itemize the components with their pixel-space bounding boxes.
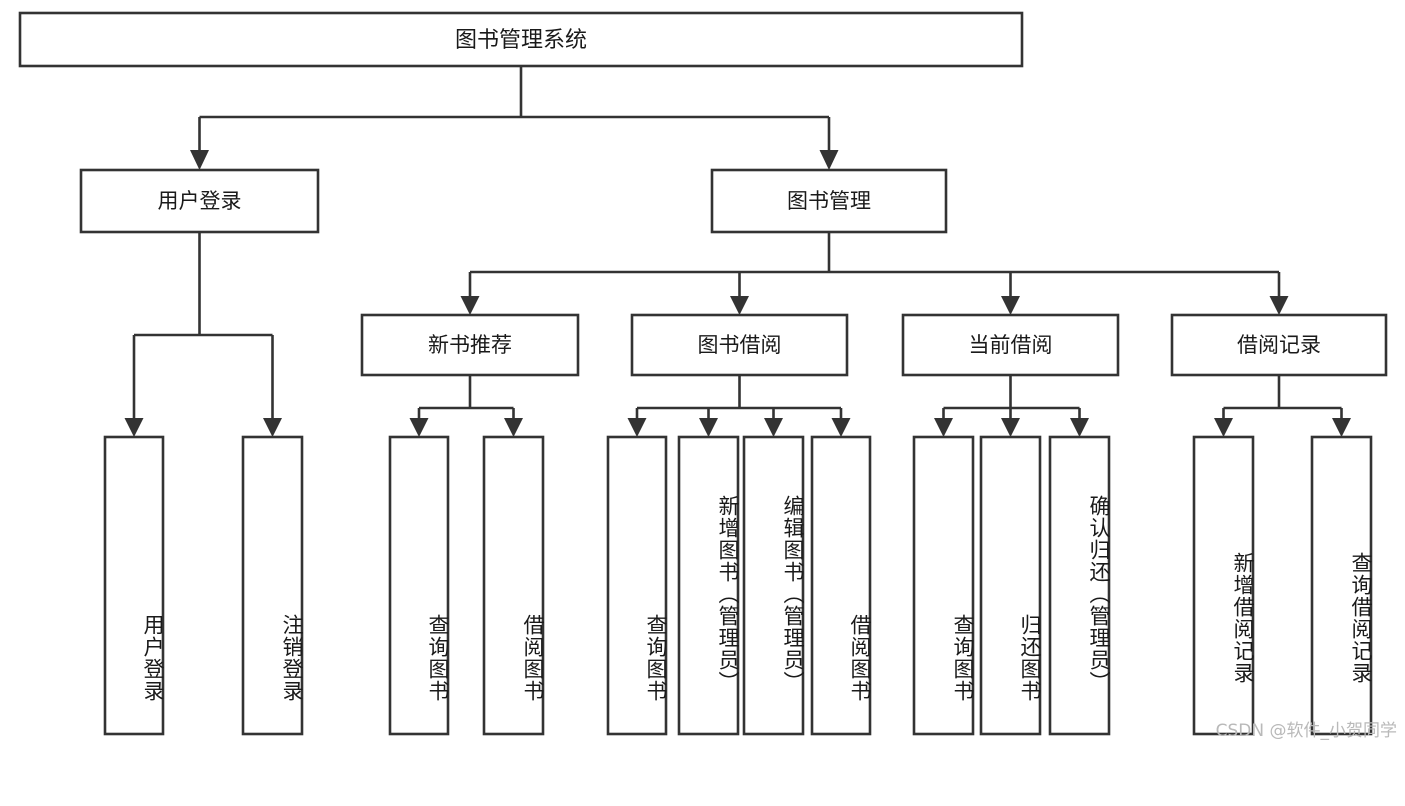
arrowhead-leaf-9 [934, 418, 953, 437]
leaf-box-add-borrow-record[interactable] [1192, 435, 1255, 736]
arrowheads-layer [124, 150, 1351, 437]
arrowhead-leaf-3 [409, 418, 429, 437]
node-user-login[interactable]: 用户登录 [79, 168, 320, 234]
arrowhead-book-manage [819, 150, 839, 170]
arrowhead-leaf-11 [1070, 418, 1089, 437]
node-book-manage[interactable]: 图书管理 [710, 168, 948, 234]
node-current-borrow[interactable]: 当前借阅 [901, 313, 1120, 377]
node-book-borrow[interactable]: 图书借阅 [630, 313, 849, 377]
csdn-watermark: CSDN @软件_小贺同学 [1215, 721, 1397, 741]
node-borrow-record[interactable]: 借阅记录 [1170, 313, 1388, 377]
leaf-box-borrow-book[interactable] [810, 435, 872, 736]
node-new-book-recommend[interactable]: 新书推荐 [360, 313, 580, 377]
leaf-box-query-borrow-record[interactable] [1310, 435, 1373, 736]
arrowhead-leaf-5 [627, 418, 647, 437]
leaf-box-query-book-borrow[interactable] [606, 435, 668, 736]
arrowhead-record [1269, 296, 1289, 315]
leaf-box-confirm-return-admin[interactable] [1048, 435, 1111, 736]
leaf-box-edit-book-admin[interactable] [742, 435, 805, 736]
book-manage-label: 图书管理 [787, 189, 871, 213]
arrowhead-leaf-10 [1001, 418, 1020, 437]
connectors-layer [132, 66, 1343, 419]
arrowhead-leaf-13 [1332, 418, 1351, 437]
borrow-record-box[interactable] [1170, 313, 1388, 377]
book-manage-box[interactable] [710, 168, 948, 234]
arrowhead-leaf-4 [504, 418, 523, 437]
user-login-box[interactable] [79, 168, 320, 234]
leaf-box-logout[interactable] [241, 435, 304, 736]
diagram-canvas-root: 图书管理系统 用户登录 图书管理 新书推荐 图书借阅 当前借阅 借阅记录 [18, 11, 1397, 741]
tree-diagram: 图书管理系统 用户登录 图书管理 新书推荐 图书借阅 当前借阅 借阅记录 [18, 11, 1388, 736]
new-book-recommend-box[interactable] [360, 313, 580, 377]
leaf-box-query-book-current[interactable] [912, 435, 975, 736]
leaf-box-user-login[interactable] [103, 435, 165, 736]
leaf-box-query-book-newbook[interactable] [388, 435, 450, 736]
arrowhead-newbook [460, 296, 480, 315]
root-box[interactable] [18, 11, 1024, 68]
arrowhead-current [1001, 296, 1020, 315]
current-borrow-label: 当前借阅 [969, 333, 1053, 357]
leaf-box-borrow-book-newbook[interactable] [482, 435, 545, 736]
borrow-record-label: 借阅记录 [1237, 333, 1321, 357]
book-borrow-label: 图书借阅 [698, 333, 782, 357]
node-root[interactable]: 图书管理系统 [18, 11, 1024, 68]
leaf-boxes-layer [103, 435, 1373, 736]
arrowhead-user-login [190, 150, 209, 170]
current-borrow-box[interactable] [901, 313, 1120, 377]
new-book-recommend-label: 新书推荐 [428, 333, 512, 357]
leaf-box-add-book-admin[interactable] [677, 435, 740, 736]
arrowhead-leaf-8 [831, 418, 851, 437]
arrowhead-leaf-1 [124, 418, 144, 437]
root-label: 图书管理系统 [455, 28, 587, 53]
user-login-label: 用户登录 [158, 189, 242, 213]
book-borrow-box[interactable] [630, 313, 849, 377]
arrowhead-leaf-12 [1214, 418, 1233, 437]
arrowhead-leaf-6 [699, 418, 718, 437]
leaf-box-return-book[interactable] [979, 435, 1042, 736]
arrowhead-leaf-2 [263, 418, 282, 437]
arrowhead-borrow [730, 296, 749, 315]
arrowhead-leaf-7 [764, 418, 783, 437]
